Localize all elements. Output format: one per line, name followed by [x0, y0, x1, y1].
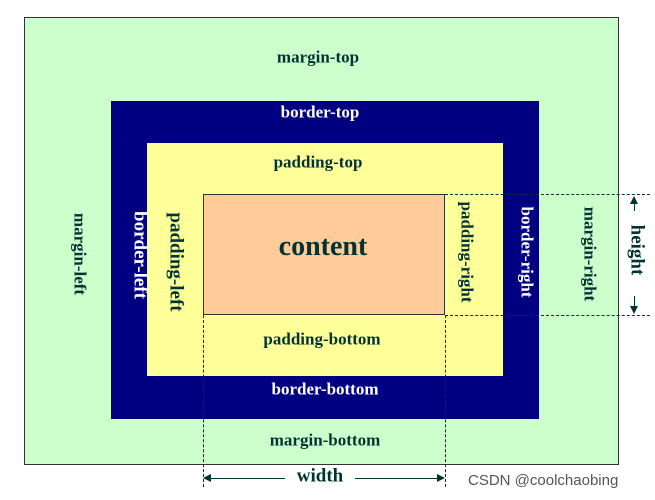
height-line-upper — [634, 200, 635, 211]
height-arrow-up-icon — [630, 196, 638, 204]
width-line-left — [210, 478, 285, 479]
width-arrow-right-icon — [437, 474, 445, 482]
width-guide-right — [445, 315, 446, 487]
height-arrow-down-icon — [630, 306, 638, 314]
height-guide-top — [445, 194, 650, 195]
padding-bottom-label: padding-bottom — [263, 329, 381, 349]
width-label: width — [296, 465, 344, 487]
margin-right-label: margin-right — [580, 206, 600, 302]
margin-top-label: margin-top — [276, 47, 360, 67]
border-bottom-label: border-bottom — [271, 379, 379, 399]
height-line-lower — [634, 296, 635, 308]
content-area — [203, 194, 445, 315]
padding-right-label: padding-right — [457, 201, 477, 303]
height-guide-bottom — [445, 315, 650, 316]
width-line-right — [355, 478, 438, 479]
margin-left-label: margin-left — [70, 212, 90, 296]
border-right-label: border-right — [517, 206, 537, 298]
padding-left-label: padding-left — [165, 212, 187, 312]
watermark: CSDN @coolchaobing — [468, 472, 619, 489]
padding-top-label: padding-top — [273, 152, 363, 172]
width-guide-left — [203, 315, 204, 487]
border-top-label: border-top — [280, 102, 360, 122]
border-left-label: border-left — [129, 211, 151, 299]
height-label: height — [626, 224, 648, 276]
width-arrow-left-icon — [203, 474, 211, 482]
content-label: content — [278, 231, 368, 262]
margin-bottom-label: margin-bottom — [269, 430, 381, 450]
